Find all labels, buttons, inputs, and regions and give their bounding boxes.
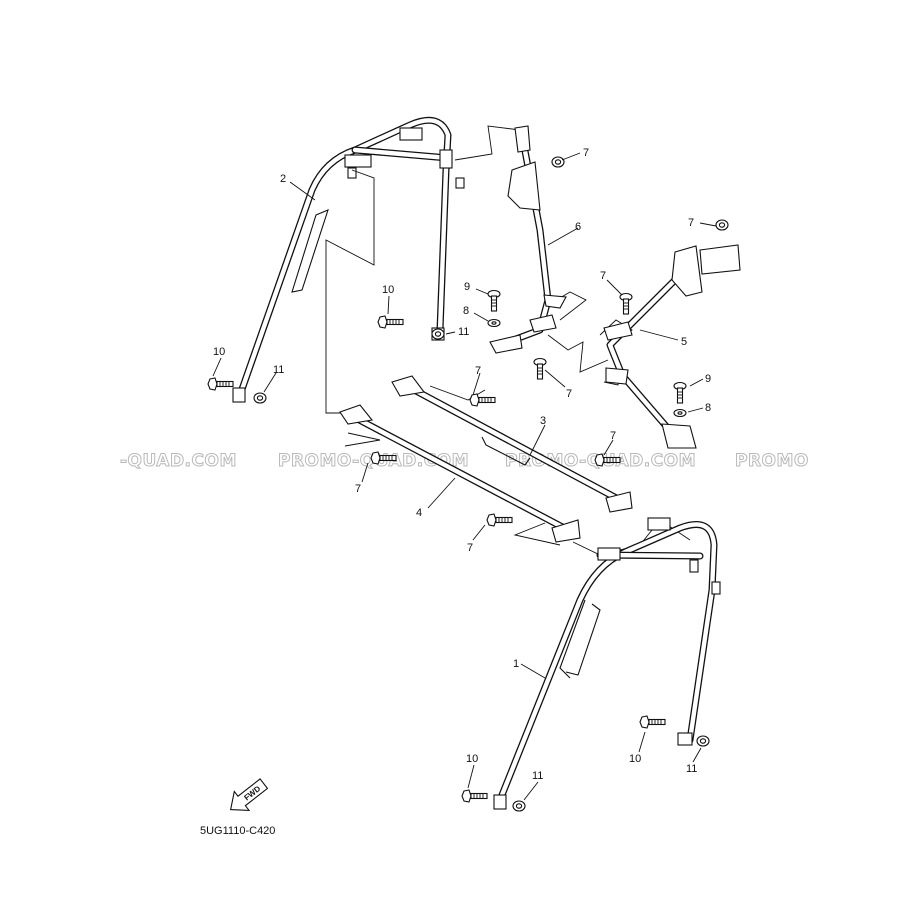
- watermark: -QUAD.COM PROMO-QUAD.COM PROMO-QUAD.COM …: [120, 451, 809, 472]
- part-2-rear-frame: [232, 116, 465, 403]
- callout-10-b: 10: [382, 284, 394, 296]
- leader-lines: [212, 152, 717, 801]
- nut-11-d: [696, 735, 710, 747]
- callout-labels: 2 6 3 4 5 1 7 7 7 7 7 7 7 7 9 8 9 8 10 1…: [213, 147, 711, 782]
- nut-11-c: [512, 800, 526, 812]
- callout-6: 6: [575, 221, 581, 233]
- part-4-crossbar: [339, 404, 581, 543]
- callout-2: 2: [280, 173, 286, 185]
- bolt-10-b: [377, 315, 404, 329]
- fwd-arrow-icon: FWD: [229, 778, 269, 811]
- callout-9-b: 9: [705, 373, 711, 385]
- bolt-10-c: [461, 789, 488, 803]
- callout-11-d: 11: [686, 763, 697, 775]
- callout-9-a: 9: [464, 281, 470, 293]
- bolt-7-e: [469, 393, 496, 407]
- nut-11-a: [253, 392, 267, 404]
- callout-8-b: 8: [705, 402, 711, 414]
- callout-10-c: 10: [466, 753, 478, 765]
- part-5-brace: [603, 244, 741, 449]
- callout-7-c: 7: [600, 270, 606, 282]
- callout-7-h: 7: [467, 542, 473, 554]
- callout-11-a: 11: [273, 364, 284, 376]
- callout-3: 3: [540, 415, 546, 427]
- nut-11-b: [431, 328, 445, 340]
- bolt-9-b: [673, 381, 687, 404]
- washer-8-a: [487, 318, 501, 328]
- callout-7-d: 7: [566, 388, 572, 400]
- nut-7-b: [715, 219, 729, 231]
- callout-4: 4: [416, 507, 422, 519]
- callout-10-a: 10: [213, 346, 225, 358]
- callout-7-g: 7: [610, 430, 616, 442]
- bolt-7-a: [551, 156, 565, 168]
- callout-7-f: 7: [355, 483, 361, 495]
- watermark-text-1: -QUAD.COM: [120, 451, 237, 471]
- diagram-code: 5UG1110-C420: [200, 825, 275, 837]
- callout-10-d: 10: [629, 753, 641, 765]
- part-1-front-frame: [493, 517, 721, 810]
- bolt-7-c: [619, 292, 633, 315]
- callout-7-b: 7: [688, 217, 694, 229]
- part-3-crossbar: [391, 375, 633, 513]
- bolt-10-a: [207, 377, 234, 391]
- watermark-text-4: PROMO: [735, 451, 809, 471]
- bolt-10-d: [639, 715, 666, 729]
- bolt-9-a: [487, 289, 501, 312]
- bolt-7-d: [533, 357, 547, 380]
- part-6-brace: [489, 125, 567, 354]
- callout-11-b: 11: [458, 326, 469, 338]
- callout-8-a: 8: [463, 305, 469, 317]
- washer-8-b: [673, 408, 687, 418]
- callout-1: 1: [513, 658, 519, 670]
- callout-5: 5: [681, 336, 687, 348]
- bolt-7-h: [486, 513, 513, 527]
- callout-7-a: 7: [583, 147, 589, 159]
- callout-7-e: 7: [475, 365, 481, 377]
- callout-11-c: 11: [532, 770, 543, 782]
